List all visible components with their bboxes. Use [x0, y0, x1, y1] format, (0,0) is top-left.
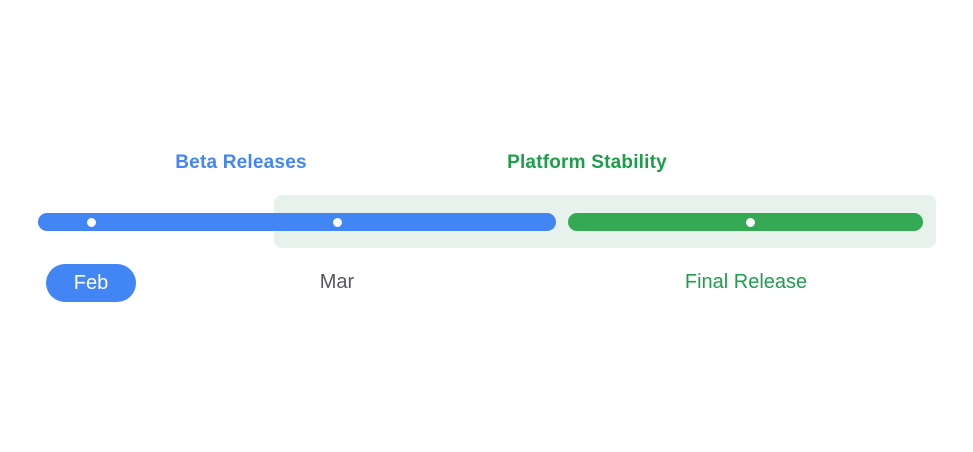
milestone-dot-final: [746, 218, 755, 227]
final-release-label: Final Release: [684, 271, 808, 293]
mar-milestone-label: Mar: [319, 271, 355, 293]
feb-milestone-badge: Feb: [46, 264, 136, 302]
beta-releases-bar: [38, 213, 556, 231]
platform-stability-bar: [568, 213, 923, 231]
feb-milestone-label: Feb: [73, 271, 109, 294]
beta-releases-title: Beta Releases: [175, 152, 307, 173]
milestone-dot-mar: [333, 218, 342, 227]
platform-stability-title: Platform Stability: [507, 152, 667, 173]
milestone-dot-feb: [87, 218, 96, 227]
